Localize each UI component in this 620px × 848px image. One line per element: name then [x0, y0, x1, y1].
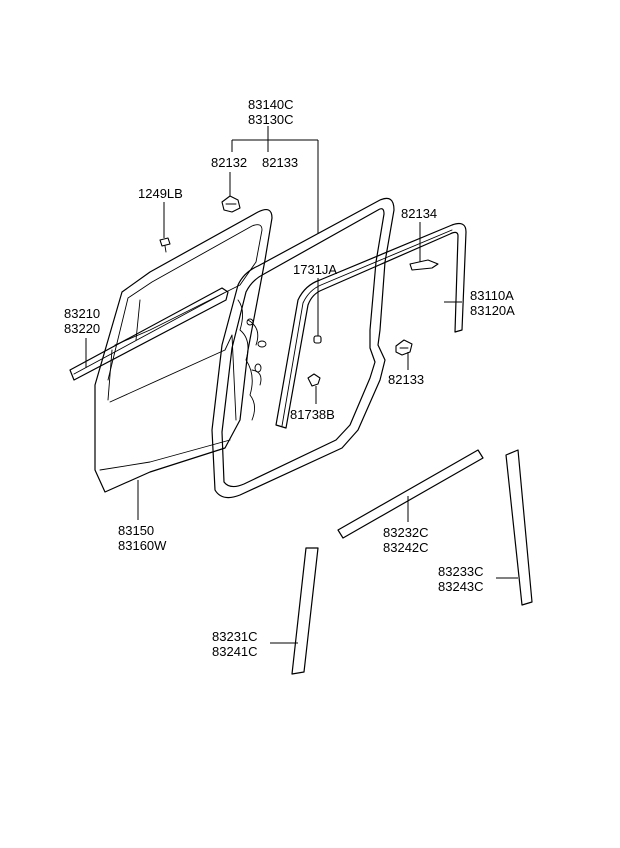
garnish-83232C [337, 449, 484, 539]
label-1731JA: 1731JA [293, 262, 337, 277]
label-83241C: 83241C [212, 644, 258, 659]
label-82133-top: 82133 [262, 155, 298, 170]
label-83110A: 83110A [470, 288, 514, 303]
label-83130C: 83130C [248, 112, 294, 127]
belt-moulding [69, 287, 229, 381]
clip-82132 [221, 195, 241, 213]
label-82134: 82134 [401, 206, 437, 221]
clip-81738B [307, 373, 321, 387]
clip-82133-right [395, 339, 413, 356]
door-weatherstrip [211, 197, 395, 499]
leader-lines [85, 126, 518, 644]
plug-1731JA [313, 335, 322, 344]
label-81738B: 81738B [290, 407, 335, 422]
bracket-82134 [409, 259, 439, 271]
label-83243C: 83243C [438, 579, 484, 594]
glass-run-channel [275, 222, 467, 429]
door-shell [94, 208, 273, 493]
label-82132: 82132 [211, 155, 247, 170]
label-83140C: 83140C [248, 97, 294, 112]
label-1249LB: 1249LB [138, 186, 183, 201]
label-83233C: 83233C [438, 564, 484, 579]
label-83210: 83210 [64, 306, 100, 321]
screw-1249LB [159, 237, 171, 253]
part-labels: 83140C 83130C 82132 82133 1249LB 82134 1… [64, 97, 515, 659]
label-83231C: 83231C [212, 629, 258, 644]
label-83232C: 83232C [383, 525, 429, 540]
label-83120A: 83120A [470, 303, 515, 318]
label-82133-right: 82133 [388, 372, 424, 387]
label-83160W: 83160W [118, 538, 167, 553]
garnish-83233C [505, 449, 533, 606]
label-83220: 83220 [64, 321, 100, 336]
garnish-83231C [291, 547, 319, 675]
label-83150: 83150 [118, 523, 154, 538]
label-83242C: 83242C [383, 540, 429, 555]
